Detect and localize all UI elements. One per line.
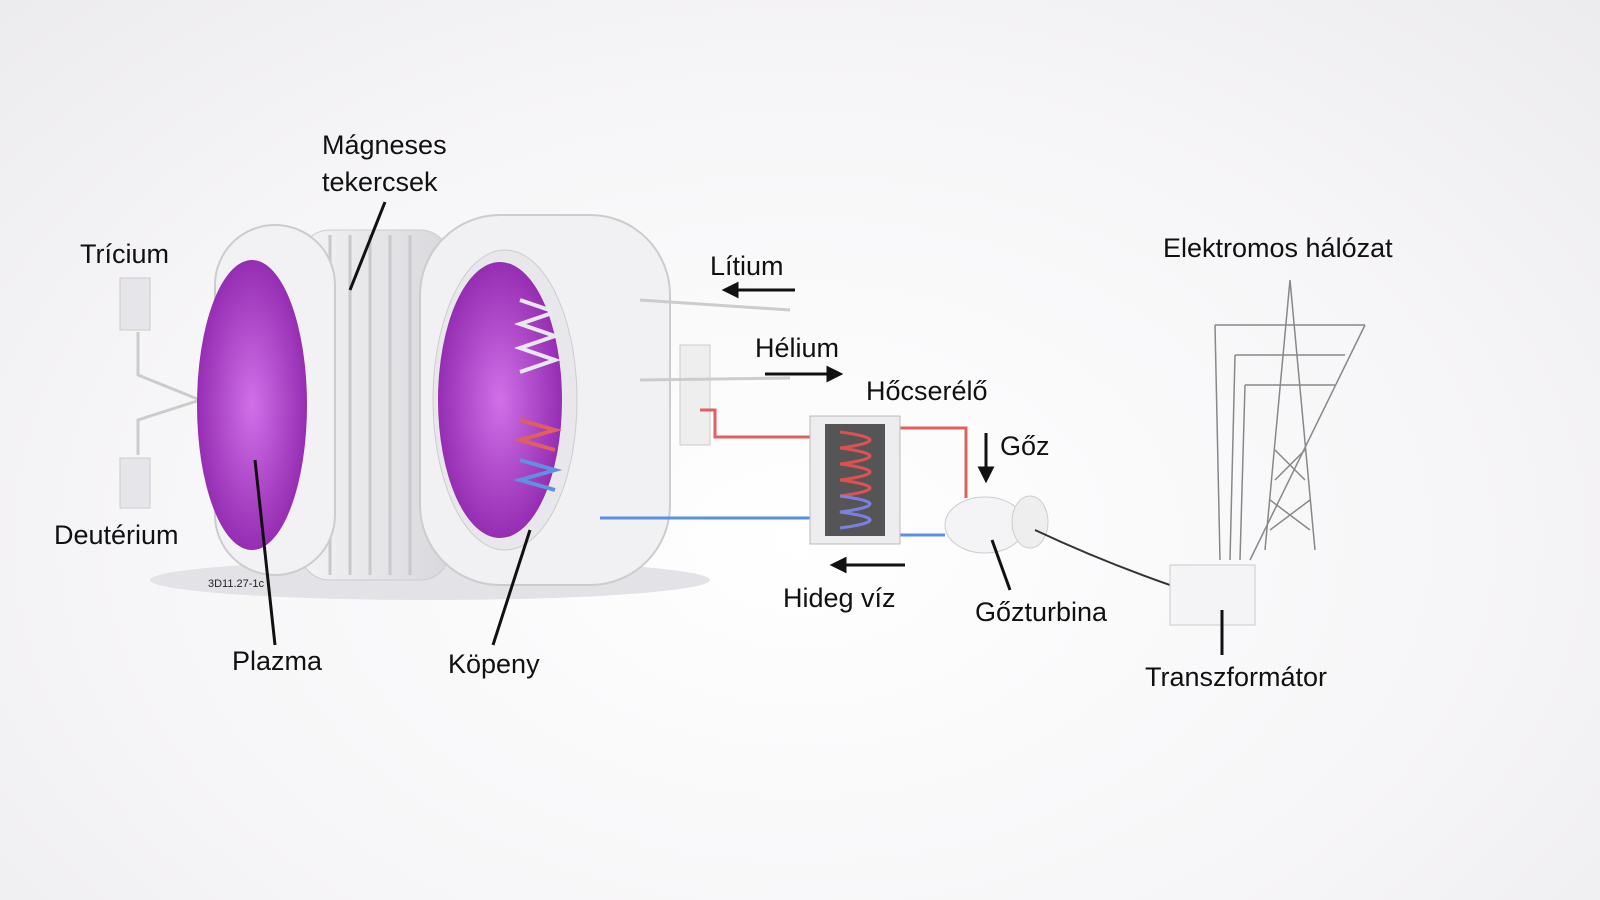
label-blanket: Köpeny: [448, 649, 540, 679]
leader-lines: [253, 201, 1224, 655]
label-power-grid: Elektromos hálózat: [1163, 233, 1393, 263]
heat-exchanger: [809, 415, 901, 545]
fuel-tanks: [119, 277, 201, 509]
tokamak: [197, 214, 711, 586]
steam-turbine: [944, 495, 1216, 601]
plasma-chamber-left: [197, 260, 307, 550]
label-heat-exchanger: Hőcserélő: [866, 376, 988, 406]
label-magnetic-coils-2: tekercsek: [322, 167, 438, 197]
figure-code: 3D11.27-1c: [208, 578, 265, 590]
transformer-box: [1169, 564, 1256, 626]
plasma-chamber-right: [438, 262, 562, 538]
label-steam-turbine: Gőzturbina: [975, 597, 1108, 627]
label-lithium: Lítium: [710, 251, 784, 281]
label-transformer: Transzformátor: [1145, 662, 1328, 692]
label-magnetic-coils-1: Mágneses: [322, 130, 447, 160]
label-cold-water: Hideg víz: [783, 583, 896, 613]
label-tritium: Trícium: [80, 239, 169, 269]
label-helium: Hélium: [755, 333, 840, 363]
pipes: [600, 298, 968, 537]
label-steam: Gőz: [1000, 431, 1050, 461]
power-pylons: [1214, 279, 1366, 561]
label-plasma: Plazma: [232, 646, 323, 676]
label-deuterium: Deutérium: [54, 520, 179, 550]
